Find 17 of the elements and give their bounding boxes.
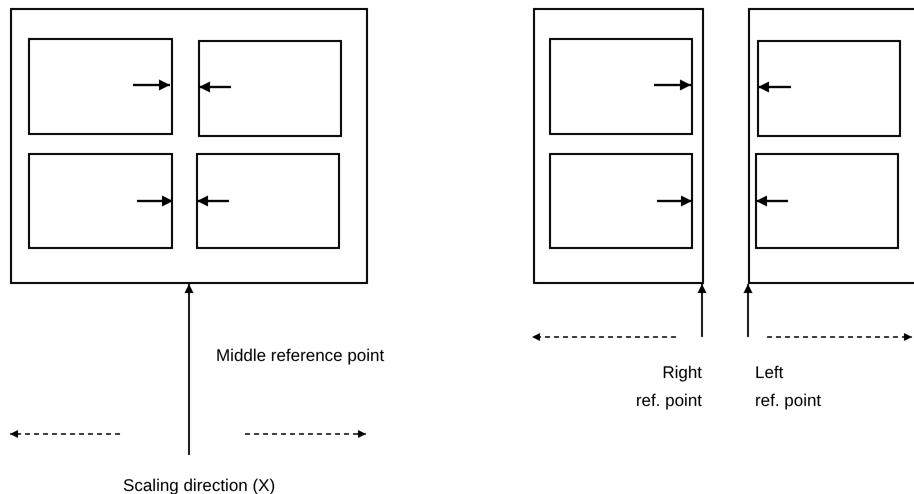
arrow [184,284,194,455]
annotation-text: Left ref. point [755,362,822,412]
frame-box [28,38,173,135]
frame-box [196,153,340,249]
frame-box [757,40,901,137]
frame-box [755,153,899,249]
frame-box [549,38,693,135]
frame-box [533,8,704,284]
arrow [698,284,706,337]
frame-box [28,153,173,249]
annotation-text: Middle reference point [216,346,384,365]
frame-box [10,8,368,284]
frame-box [549,153,693,249]
frame-box [748,8,914,284]
annotation-text: Right ref. point [634,362,702,412]
frame-box [198,40,342,137]
arrow [744,284,752,337]
